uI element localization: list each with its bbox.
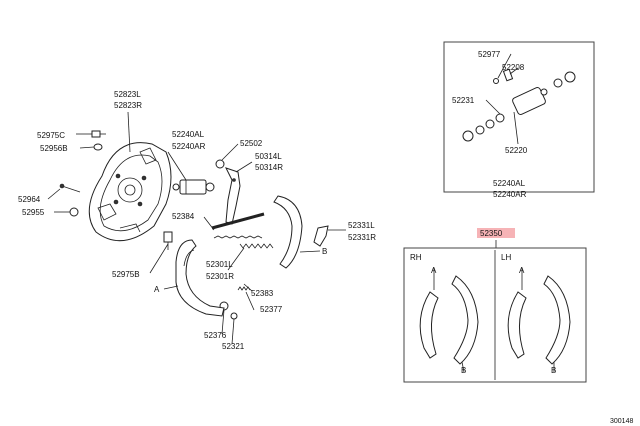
label-rh: RH — [410, 253, 422, 262]
leader-lines — [47, 111, 346, 345]
brake-shoe-b — [273, 195, 303, 269]
label-b: B — [322, 247, 327, 256]
label-rh-b: B — [461, 366, 466, 375]
label-inset-52231: 52231 — [452, 96, 475, 105]
label-50314l: 50314L — [255, 152, 282, 161]
label-inset-52208: 52208 — [502, 63, 525, 72]
adjusting-lever — [313, 225, 329, 247]
inset-wheel-cylinder-kit: 52977 52208 52231 52220 52240AL 52240AR — [443, 41, 595, 199]
label-a: A — [154, 285, 160, 294]
label-52331l: 52331L — [348, 221, 375, 230]
backing-plate — [88, 142, 172, 242]
label-52350: 52350 — [480, 229, 503, 238]
label-52502: 52502 — [240, 139, 263, 148]
label-inset-52240ar: 52240AR — [493, 190, 527, 199]
label-52321: 52321 — [222, 342, 245, 351]
inset-shoe-set: 52350 RH LH A B A B — [403, 228, 587, 383]
label-52377: 52377 — [260, 305, 283, 314]
wheel-cylinder — [172, 179, 215, 195]
label-52823r: 52823R — [114, 101, 142, 110]
label-52376: 52376 — [204, 331, 227, 340]
corner-code: 300148 — [610, 418, 633, 425]
label-52240al: 52240AL — [172, 130, 205, 139]
brake-shoe-a — [175, 239, 225, 317]
label-52301r: 52301R — [206, 272, 234, 281]
label-50314r: 50314R — [255, 163, 283, 172]
bolt-52975c — [91, 130, 106, 138]
part-highlight — [477, 228, 515, 238]
parking-lever — [215, 159, 241, 225]
label-rh-a: A — [431, 266, 437, 275]
plug-52955 — [69, 207, 79, 217]
label-52383: 52383 — [251, 289, 274, 298]
label-52975b: 52975B — [112, 270, 140, 279]
clip-52956b — [93, 143, 103, 151]
label-52301l: 52301L — [206, 260, 233, 269]
label-52975c: 52975C — [37, 131, 65, 140]
label-inset-52220: 52220 — [505, 146, 528, 155]
cup-52321 — [230, 312, 238, 320]
main-labels: 52823L 52823R 52975C 52956B 52964 52955 … — [18, 90, 376, 351]
label-52240ar: 52240AR — [172, 142, 206, 151]
label-52956b: 52956B — [40, 144, 68, 153]
label-lh-b: B — [551, 366, 556, 375]
bleeder-52975b — [163, 231, 173, 250]
bolt-52964 — [59, 183, 81, 193]
label-inset-52977: 52977 — [478, 50, 501, 59]
label-lh-a: A — [519, 266, 525, 275]
label-52823l: 52823L — [114, 90, 141, 99]
label-52964: 52964 — [18, 195, 41, 204]
label-52384: 52384 — [172, 212, 195, 221]
label-inset-52240al: 52240AL — [493, 179, 526, 188]
adjuster-strut — [211, 212, 274, 249]
label-52331r: 52331R — [348, 233, 376, 242]
label-52955: 52955 — [22, 208, 45, 217]
label-lh: LH — [501, 253, 511, 262]
